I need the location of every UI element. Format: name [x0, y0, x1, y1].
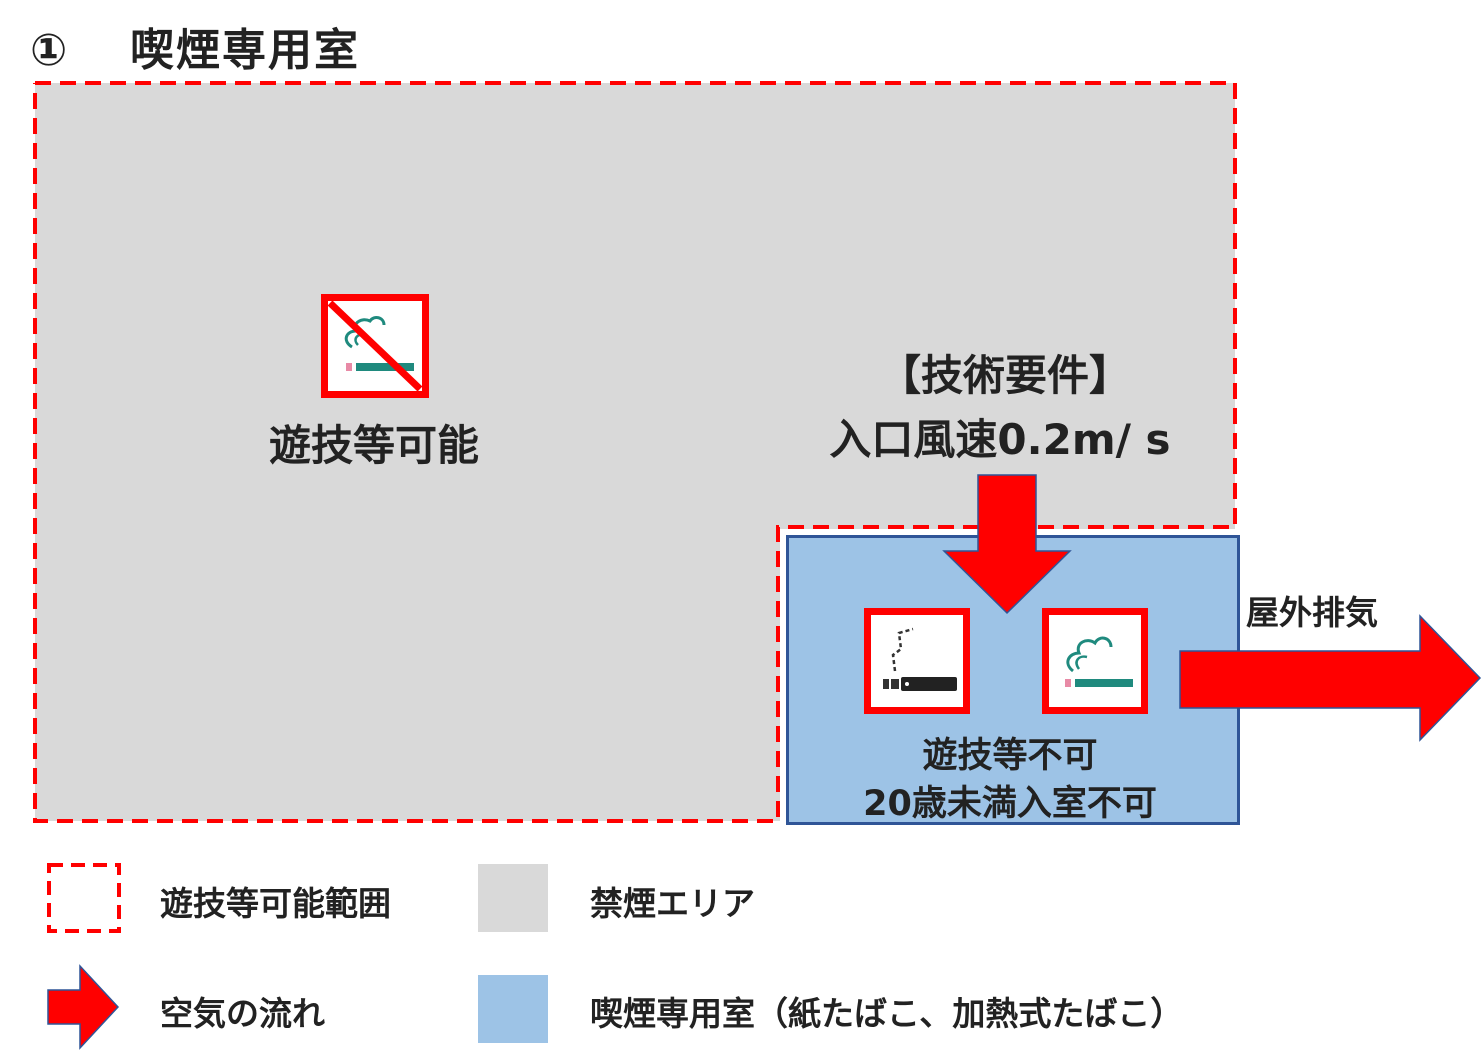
title-number: ①	[30, 25, 70, 76]
airflow-down-arrow	[942, 474, 1072, 615]
legend-dashed-label: 遊技等可能範囲	[160, 884, 391, 923]
heated-tobacco-icon	[864, 608, 970, 714]
smoking-room-line2: 20歳未満入室不可	[863, 784, 1157, 824]
legend-arrow-swatch	[47, 964, 120, 1050]
no-smoking-icon	[321, 294, 429, 398]
title-text: 喫煙専用室	[130, 25, 360, 76]
legend-blue-label: 喫煙専用室（紙たばこ、加熱式たばこ）	[590, 994, 1184, 1033]
legend-arrow-label: 空気の流れ	[160, 994, 325, 1033]
exhaust-label: 屋外排気	[1246, 593, 1378, 632]
exhaust-arrow	[1179, 614, 1482, 742]
requirement-heading: 【技術要件】	[878, 351, 1131, 400]
legend-blue-swatch	[478, 975, 548, 1043]
cigarette-smoking-icon	[1042, 608, 1148, 714]
legend-gray-swatch	[478, 864, 548, 932]
play-area-boundary	[33, 81, 1237, 823]
page-title: ① 喫煙専用室	[30, 14, 360, 78]
smoking-room-line1: 遊技等不可	[922, 736, 1098, 776]
requirement-value: 入口風速0.2m/ s	[829, 415, 1171, 464]
play-area-label: 遊技等可能	[268, 421, 479, 470]
legend-gray-label: 禁煙エリア	[590, 884, 755, 923]
legend-dashed-swatch	[47, 863, 121, 933]
